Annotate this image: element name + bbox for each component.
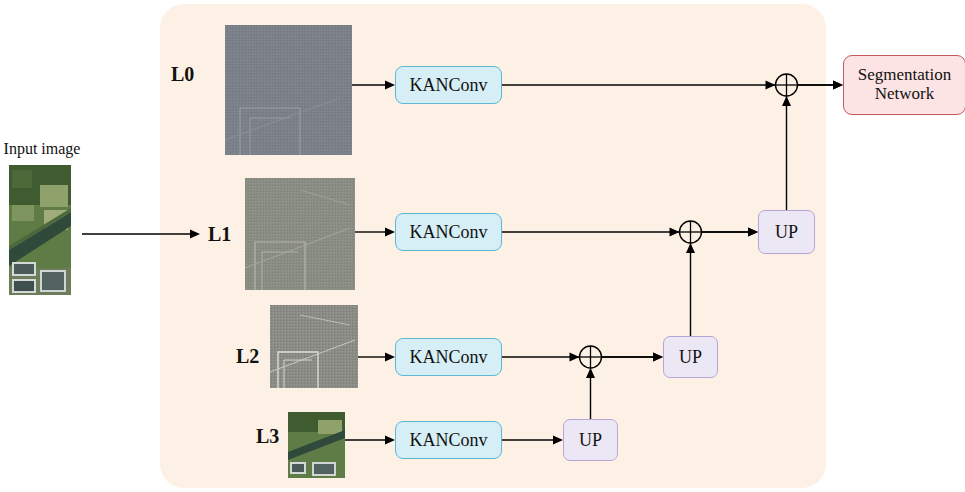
arrow-head: [190, 230, 200, 239]
level-label: L1: [208, 223, 231, 246]
kanconv-box: KANConv: [395, 213, 502, 251]
upsample-box: UP: [663, 336, 718, 378]
kanconv-box: KANConv: [395, 66, 502, 104]
image-caption: Input image: [2, 140, 82, 158]
connector-line: [502, 84, 835, 85]
level-label: L3: [256, 425, 279, 448]
connector-line: [355, 231, 387, 232]
arrow-head: [385, 81, 395, 90]
arrow-head: [833, 81, 843, 90]
arrow-head: [385, 228, 395, 237]
connector-line: [82, 233, 192, 234]
kanconv-box: KANConv: [395, 421, 502, 459]
flow-arrow: [352, 81, 395, 90]
box-label: UP: [775, 222, 798, 243]
sum-arrow-head: [782, 96, 791, 106]
pyramid-level-node: L3: [248, 412, 345, 478]
arrow-head: [748, 228, 758, 237]
flow-arrow: [502, 436, 563, 445]
flow-arrow: [502, 228, 758, 237]
arrow-head: [385, 436, 395, 445]
sum-arrow-head: [670, 228, 680, 237]
level-3-image: [288, 412, 345, 478]
box-label: Segmentation Network: [848, 66, 961, 103]
kanconv-box: KANConv: [395, 338, 502, 376]
sum-arrow-head: [766, 81, 776, 90]
flow-arrow: [355, 228, 395, 237]
level-label: L0: [171, 63, 194, 86]
connector-line: [502, 439, 555, 440]
connector-line: [358, 356, 387, 357]
connector-line: [691, 232, 751, 336]
box-label: KANConv: [409, 222, 487, 243]
level-label: L2: [236, 345, 259, 368]
level-0-image: [225, 25, 352, 155]
flow-arrow: [691, 228, 759, 337]
flow-arrow: [787, 81, 844, 211]
sum-symbol: [670, 221, 702, 253]
connector-line: [352, 84, 387, 85]
pyramid-level-node: L1: [200, 178, 355, 290]
connector-line: [591, 357, 656, 419]
panel-background: [160, 4, 826, 488]
sum-arrow-head: [586, 368, 595, 378]
level-1-image: [245, 178, 355, 290]
connector-line: [345, 439, 387, 440]
pyramid-level-node: L0: [163, 25, 352, 155]
sum-symbol: [570, 346, 602, 378]
connector-line: [502, 231, 750, 232]
sum-arrow-head: [686, 243, 695, 253]
connector-line: [787, 85, 836, 210]
arrow-head: [748, 228, 758, 237]
level-2-image: [270, 305, 358, 388]
flow-arrow: [345, 436, 395, 445]
arrow-head: [553, 436, 563, 445]
flow-arrow: [82, 230, 200, 239]
flow-arrow: [358, 353, 395, 362]
flow-arrow: [591, 353, 664, 420]
input-image-node: Input image: [2, 140, 82, 296]
arrow-head: [385, 353, 395, 362]
sum-arrow-head: [570, 353, 580, 362]
pyramid-level-node: L2: [228, 305, 358, 388]
upsample-box: UP: [758, 210, 815, 254]
input-aerial-image: [9, 165, 71, 295]
segmentation-network-box: Segmentation Network: [843, 55, 965, 115]
box-label: UP: [579, 430, 602, 451]
box-label: KANConv: [409, 75, 487, 96]
arrow-head: [653, 353, 663, 362]
box-label: UP: [679, 347, 702, 368]
sum-symbol: [766, 74, 798, 106]
box-label: KANConv: [409, 430, 487, 451]
box-label: KANConv: [409, 347, 487, 368]
arrow-head: [833, 81, 843, 90]
upsample-box: UP: [563, 419, 618, 461]
arrow-head: [653, 353, 663, 362]
